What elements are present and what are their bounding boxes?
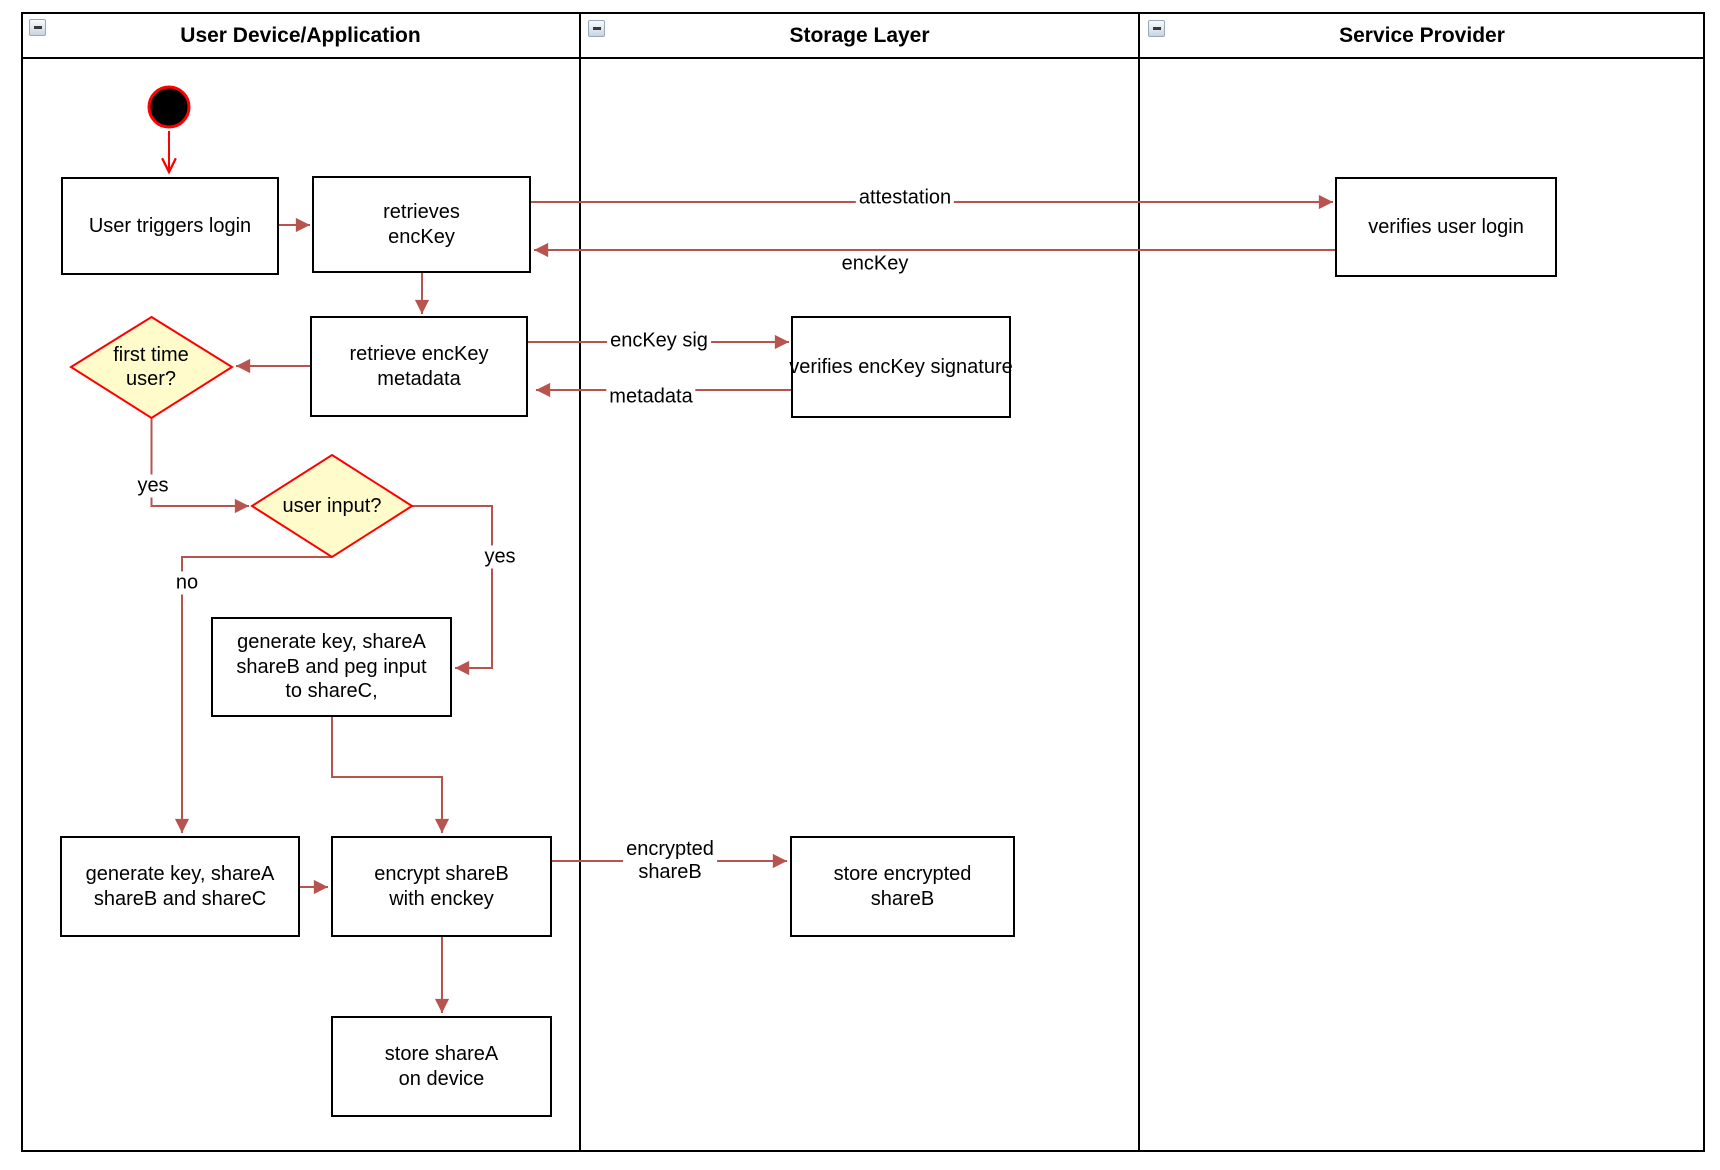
lane-title-service-provider[interactable]: Service Provider <box>1139 12 1705 59</box>
node-store-encrypted-shareb[interactable]: store encrypted shareB <box>790 836 1015 937</box>
edge-label-yes-user-input[interactable]: yes <box>481 545 519 569</box>
lane-separator-2 <box>1138 12 1140 1152</box>
lane-title-label: User Device/Application <box>180 23 421 47</box>
edge-label-attestation[interactable]: attestation <box>855 186 955 210</box>
lane-title-storage-layer[interactable]: Storage Layer <box>580 12 1139 59</box>
edge-label-enckey-sig[interactable]: encKey sig <box>607 329 711 353</box>
node-label: encrypt shareB with enckey <box>374 863 509 910</box>
edge-label-encrypted-shareb[interactable]: encrypted shareB <box>623 838 717 884</box>
edge-label-metadata[interactable]: metadata <box>606 385 696 409</box>
collapse-lane-button[interactable] <box>29 19 46 36</box>
node-label: retrieves encKey <box>383 201 460 248</box>
node-label: retrieve encKey metadata <box>349 343 489 390</box>
node-label: verifies encKey signature <box>789 355 1013 378</box>
node-generate-key-sharec[interactable]: generate key, shareA shareB and shareC <box>60 836 300 937</box>
decision-user-input[interactable] <box>250 453 414 559</box>
edge-yes-user-input[interactable] <box>412 505 493 676</box>
node-verifies-user-login[interactable]: verifies user login <box>1335 177 1557 277</box>
node-retrieves-enckey[interactable]: retrieves encKey <box>312 176 531 273</box>
collapse-lane-button[interactable] <box>588 20 605 37</box>
lane-title-label: Storage Layer <box>789 23 930 47</box>
minus-icon <box>592 27 601 30</box>
decision-label-user-input: user input? <box>282 495 382 517</box>
edge-label-no-user-input[interactable]: no <box>172 571 202 595</box>
lane-separator-1 <box>579 12 581 1152</box>
edge-label-yes-first-time[interactable]: yes <box>134 474 172 498</box>
collapse-lane-button[interactable] <box>1148 20 1165 37</box>
node-verifies-enckey-signature[interactable]: verifies encKey signature <box>789 316 1013 418</box>
decision-first-time-user[interactable] <box>69 315 234 420</box>
decision-label-first-time-user: first time user? <box>113 344 189 390</box>
lane-title-label: Service Provider <box>1339 23 1505 47</box>
node-retrieve-enckey-metadata[interactable]: retrieve encKey metadata <box>310 316 528 417</box>
node-label: verifies user login <box>1368 215 1524 238</box>
node-encrypt-shareb[interactable]: encrypt shareB with enckey <box>331 836 552 937</box>
minus-icon <box>33 26 42 29</box>
edge-peg-to-encrypt[interactable] <box>331 717 450 833</box>
node-label: User triggers login <box>88 214 252 237</box>
node-generate-key-peg-input[interactable]: generate key, shareA shareB and peg inpu… <box>211 617 452 717</box>
minus-icon <box>1152 27 1161 30</box>
edge-yes-first-time[interactable] <box>150 418 250 514</box>
node-label: store shareA on device <box>384 1043 499 1090</box>
lane-header-rule <box>21 57 1705 59</box>
node-user-triggers-login[interactable]: User triggers login <box>61 177 279 275</box>
node-store-sharea[interactable]: store shareA on device <box>331 1016 552 1117</box>
node-label: generate key, shareA shareB and shareC <box>85 863 275 910</box>
lane-title-user-device[interactable]: User Device/Application <box>21 12 580 59</box>
node-label: store encrypted shareB <box>833 863 972 910</box>
edge-label-enckey[interactable]: encKey <box>838 252 912 276</box>
initial-state-node[interactable] <box>147 85 191 129</box>
node-label: generate key, shareA shareB and peg inpu… <box>236 631 427 703</box>
edge-no-user-input[interactable] <box>174 556 332 833</box>
